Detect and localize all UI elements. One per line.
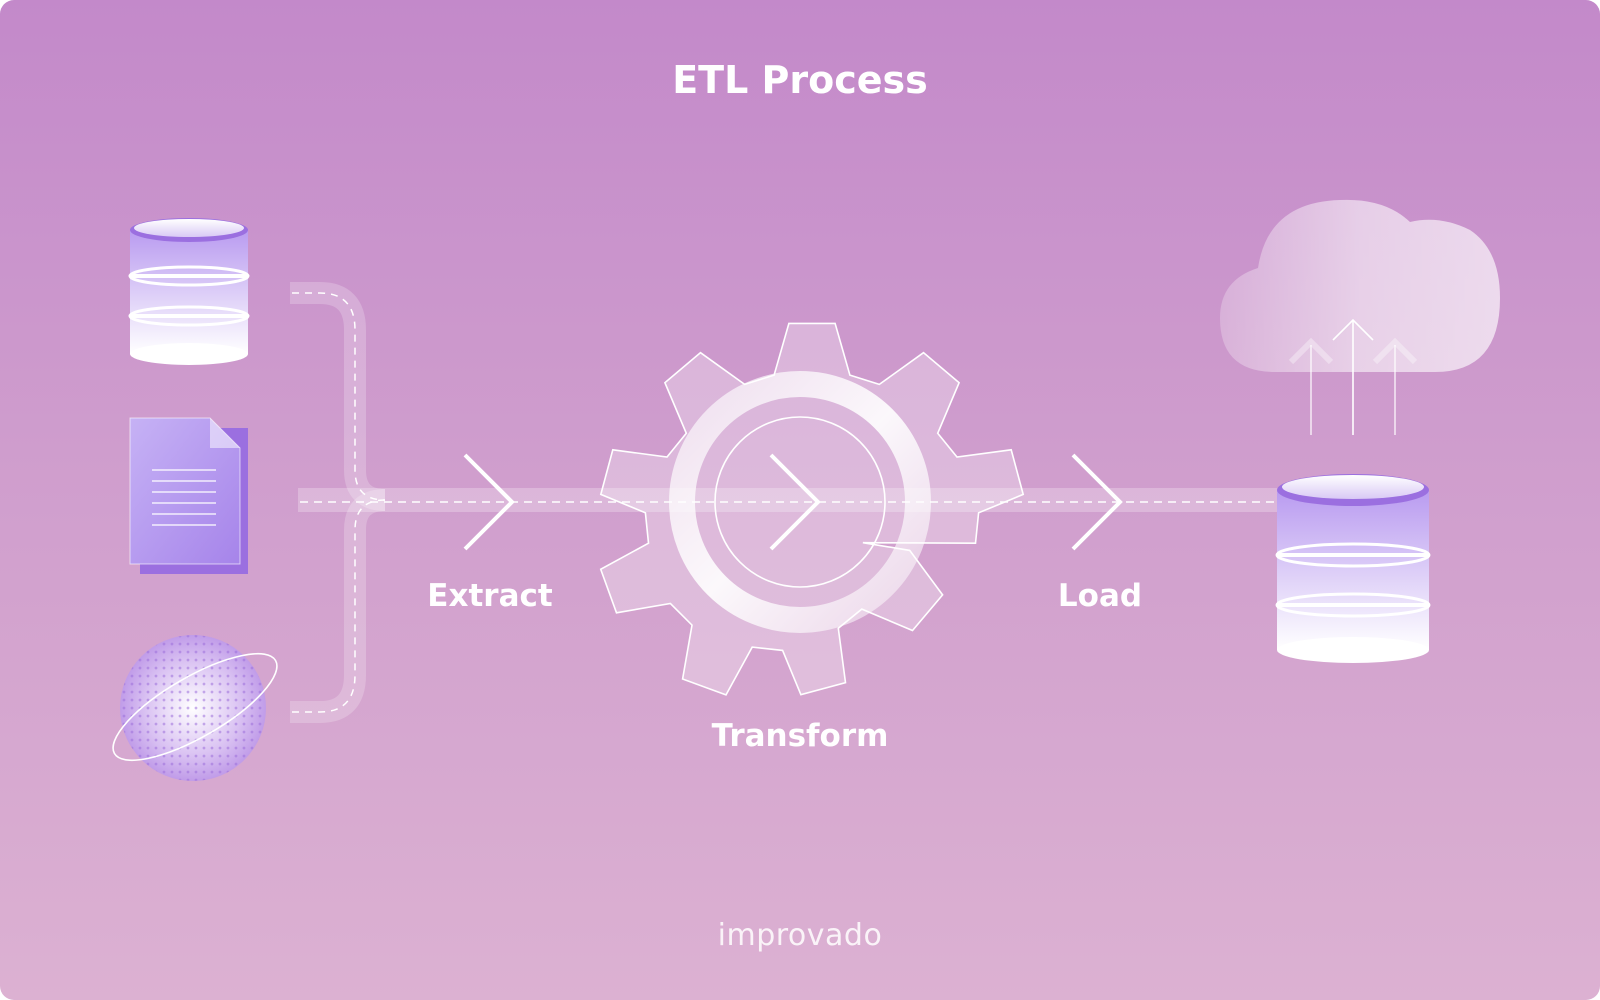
extract-chevron-icon xyxy=(463,453,515,551)
load-chevron-icon xyxy=(1071,453,1123,551)
transform-label: Transform xyxy=(711,718,889,754)
destination-database-icon xyxy=(1275,474,1431,663)
load-label: Load xyxy=(1057,578,1143,614)
source-database-icon xyxy=(128,218,250,365)
upload-arrows-icon xyxy=(1288,318,1418,435)
source-document-icon xyxy=(129,417,248,574)
brand-logo: improvado xyxy=(717,918,883,953)
extract-label: Extract xyxy=(427,578,553,614)
transform-chevron-icon xyxy=(769,453,821,551)
source-globe-icon xyxy=(112,635,278,781)
source-connector-pipes xyxy=(290,282,386,723)
destination-cloud-icon xyxy=(1220,199,1500,372)
diagram-title: ETL Process xyxy=(672,58,928,102)
